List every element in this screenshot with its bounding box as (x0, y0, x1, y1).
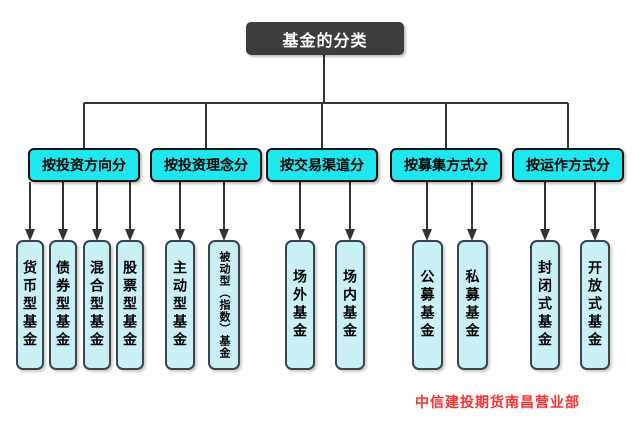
leaf-node-label: 开放式基金 (587, 260, 603, 350)
leaf-node-label: 债券型基金 (55, 260, 71, 350)
leaf-node-closed-end-fund: 封闭式基金 (530, 240, 560, 370)
branch-node-label: 按投资方向分 (42, 157, 126, 173)
leaf-node-open-end-fund: 开放式基金 (580, 240, 610, 370)
root-node-label: 基金的分类 (282, 32, 368, 50)
leaf-node-label: 私募基金 (464, 269, 481, 341)
branch-node-label: 按运作方式分 (526, 157, 610, 173)
branch-node-by-trading-channel: 按交易渠道分 (266, 148, 378, 182)
leaf-node-label: 主动型基金 (172, 260, 188, 350)
leaf-node-label: 混合型基金 (89, 260, 105, 350)
leaf-node-off-exchange-fund: 场外基金 (285, 240, 315, 370)
leaf-node-label: 封闭式基金 (537, 260, 553, 350)
leaf-node-public-fund: 公募基金 (412, 240, 443, 370)
leaf-node-stock-fund: 股票型基金 (116, 240, 144, 370)
branch-node-label: 按投资理念分 (164, 157, 248, 173)
branch-node-by-investment-philosophy: 按投资理念分 (150, 148, 262, 182)
leaf-node-private-fund: 私募基金 (457, 240, 488, 370)
leaf-node-label: 股票型基金 (122, 260, 138, 350)
branch-node-label: 按募集方式分 (404, 157, 488, 173)
leaf-node-label: 被动型（指数）基金 (218, 251, 230, 359)
leaf-node-monetary-fund: 货币型基金 (16, 240, 44, 370)
leaf-node-label: 场内基金 (342, 269, 358, 341)
branch-node-by-investment-direction: 按投资方向分 (28, 148, 140, 182)
leaf-node-hybrid-fund: 混合型基金 (83, 240, 111, 370)
leaf-node-passive-index-fund: 被动型（指数）基金 (208, 240, 240, 370)
leaf-node-label: 货币型基金 (22, 260, 38, 350)
company-watermark: 中信建投期货南昌营业部 (415, 394, 580, 410)
leaf-node-active-fund: 主动型基金 (165, 240, 195, 370)
leaf-node-label: 场外基金 (292, 269, 308, 341)
arrow-connectors (29, 182, 596, 230)
leaf-node-label: 公募基金 (419, 269, 436, 341)
branch-node-label: 按交易渠道分 (280, 157, 364, 173)
leaf-node-bond-fund: 债券型基金 (49, 240, 77, 370)
branch-node-by-operation-mode: 按运作方式分 (512, 148, 624, 182)
root-node-fund-classification: 基金的分类 (246, 22, 404, 55)
arrow-heads (25, 229, 600, 241)
leaf-node-on-exchange-fund: 场内基金 (335, 240, 365, 370)
branch-node-by-fundraising-method: 按募集方式分 (390, 148, 502, 182)
